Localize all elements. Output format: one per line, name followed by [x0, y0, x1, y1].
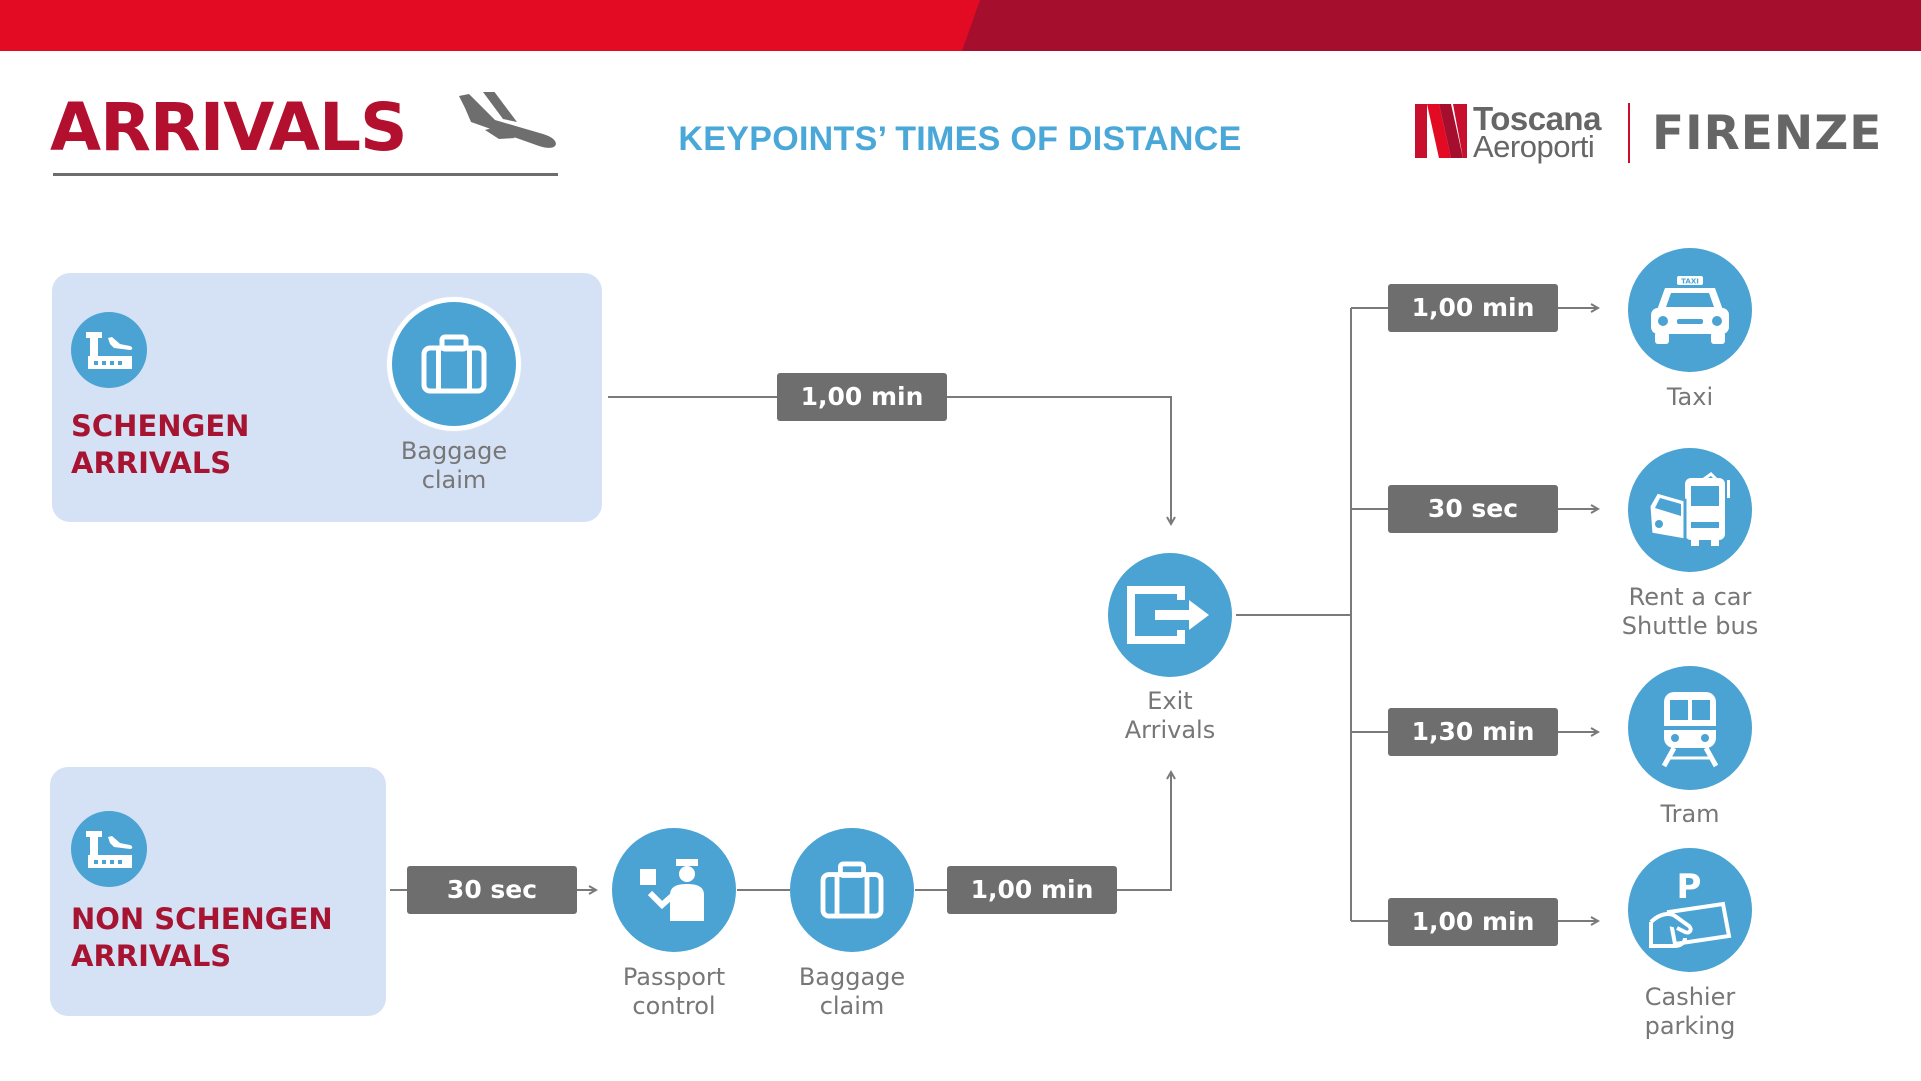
car-bus-icon [1647, 472, 1730, 546]
time-badge-schengen-to-exit: 1,00 min [777, 373, 947, 421]
time-badge-rent-car: 30 sec [1388, 485, 1558, 533]
arrivals-terminal-badge [71, 811, 147, 887]
logo-separator [1628, 103, 1630, 163]
time-badge-tram: 1,30 min [1388, 708, 1558, 756]
arrivals-terminal-icon [86, 332, 133, 369]
page-subtitle: KEYPOINTS’ TIMES OF DISTANCE [678, 120, 1242, 158]
landing-plane-icon [459, 92, 556, 148]
title-underline [53, 173, 558, 176]
cashier-parking-node: P [1628, 848, 1752, 972]
parking-sign-text: P [1677, 868, 1702, 907]
parking-cashier-icon: P [1649, 868, 1732, 948]
taxi-sign-text: TAXI [1681, 278, 1699, 286]
time-badge-baggage-to-exit: 1,00 min [947, 866, 1117, 914]
time-badge-parking: 1,00 min [1388, 898, 1558, 946]
city-name: FIRENZE [1652, 106, 1883, 161]
passport-officer-icon [640, 859, 704, 921]
toscana-aeroporti-logo-icon [1415, 104, 1467, 158]
arrivals-terminal-badge [71, 312, 147, 388]
top-brand-band [0, 0, 1921, 51]
taxi-label: Taxi [1666, 383, 1714, 411]
time-badge-taxi: 1,00 min [1388, 284, 1558, 332]
taxi-node: TAXI [1628, 248, 1752, 372]
passport-control-node [612, 828, 736, 952]
page-title: ARRIVALS [50, 89, 408, 166]
time-badge-non-schengen-to-passport: 30 sec [407, 866, 577, 914]
suitcase-icon [820, 861, 884, 919]
tram-node [1628, 666, 1752, 790]
tram-icon [1661, 692, 1719, 768]
exit-arrivals-node [1108, 553, 1232, 677]
tram-label: Tram [1660, 800, 1720, 828]
logo-line-1: Toscana [1473, 100, 1601, 137]
logo-line-2: Aeroporti [1473, 129, 1595, 164]
rent-car-shuttle-node [1628, 448, 1752, 572]
exit-door-icon [1127, 586, 1209, 644]
baggage-claim-node [387, 297, 521, 431]
baggage-claim-node [790, 828, 914, 952]
suitcase-icon [421, 334, 487, 394]
non-schengen-zone [50, 767, 386, 1016]
taxi-icon: TAXI [1651, 276, 1729, 344]
arrivals-terminal-icon [86, 831, 133, 868]
